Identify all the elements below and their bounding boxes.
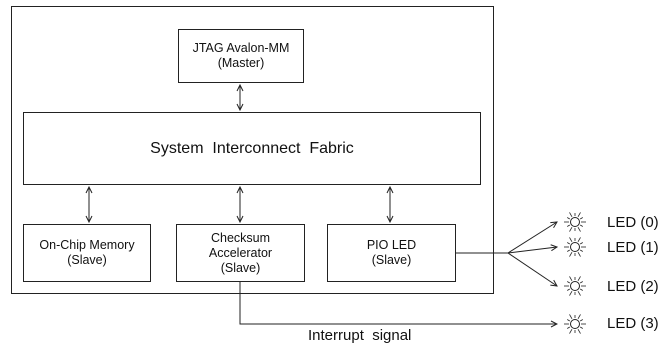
led-icon-ray: [569, 251, 573, 257]
led2-label: LED (2): [607, 278, 659, 295]
led-icon-body: [570, 217, 580, 227]
led-icon-ray: [577, 212, 581, 218]
led-icon-ray: [577, 314, 581, 320]
led0-label: LED (0): [607, 214, 659, 231]
led3-label: LED (3): [607, 315, 659, 332]
led-icon-1: [564, 237, 586, 257]
interconnect-fabric-block: System Interconnect Fabric: [23, 112, 481, 185]
led-icon-ray: [569, 314, 573, 320]
checksum-title: Checksum: [210, 230, 271, 245]
led-icon-ray: [579, 249, 583, 252]
led-icon-2: [564, 276, 586, 296]
led1-label: LED (1): [607, 239, 659, 256]
led-icon-ray: [579, 319, 583, 322]
led-icon-ray: [569, 328, 573, 334]
led-icon-ray: [577, 237, 581, 243]
jtag-title: JTAG Avalon-MM: [192, 41, 290, 55]
led-icon-ray: [579, 326, 583, 329]
interrupt-signal-label: Interrupt signal: [308, 327, 412, 344]
led2-wire: [507, 252, 557, 286]
checksum-accelerator-block: Checksum Accelerator (Slave): [176, 224, 305, 282]
led-icon-ray: [567, 326, 571, 329]
led-icon-ray: [579, 281, 583, 284]
led-icon-ray: [579, 217, 583, 220]
led-icon-ray: [577, 290, 581, 296]
led-icon-ray: [577, 328, 581, 334]
led-icon-ray: [567, 217, 571, 220]
led-icon-ray: [569, 237, 573, 243]
onchip-title: On-Chip Memory: [39, 238, 135, 252]
led-icon-ray: [567, 281, 571, 284]
led-icon-body: [570, 281, 580, 291]
led-icon-ray: [577, 276, 581, 282]
checksum-subtitle: Accelerator: [208, 245, 273, 260]
led-icon-ray: [579, 242, 583, 245]
system-boundary: [11, 6, 494, 294]
jtag-master-block: JTAG Avalon-MM (Master): [178, 29, 304, 83]
led1-wire: [507, 247, 557, 254]
led-icon-0: [564, 212, 586, 232]
led-icon-ray: [567, 242, 571, 245]
led-icon-ray: [567, 224, 571, 227]
led-icon-ray: [567, 288, 571, 291]
led-icon-3: [564, 314, 586, 334]
jtag-role: (Master): [217, 56, 265, 70]
led-icon-ray: [567, 249, 571, 252]
checksum-role: (Slave): [220, 260, 261, 275]
pio-role: (Slave): [371, 253, 412, 267]
onchip-role: (Slave): [67, 253, 107, 267]
led-icon-body: [570, 319, 580, 329]
led-icon-ray: [579, 224, 583, 227]
led-icon-ray: [569, 226, 573, 232]
led0-wire: [507, 222, 557, 254]
pio-title: PIO LED: [366, 238, 417, 252]
led-icon-ray: [577, 251, 581, 257]
interrupt-wire: [239, 282, 557, 324]
led-icon-ray: [569, 212, 573, 218]
fabric-label: System Interconnect Fabric: [150, 140, 354, 157]
pio-led-block: PIO LED (Slave): [327, 224, 456, 282]
led-icon-body: [570, 242, 580, 252]
led-icon-ray: [579, 288, 583, 291]
onchip-memory-block: On-Chip Memory (Slave): [23, 224, 151, 282]
led-icon-ray: [567, 319, 571, 322]
led-icon-ray: [569, 290, 573, 296]
led-icon-ray: [569, 276, 573, 282]
led-icon-ray: [577, 226, 581, 232]
